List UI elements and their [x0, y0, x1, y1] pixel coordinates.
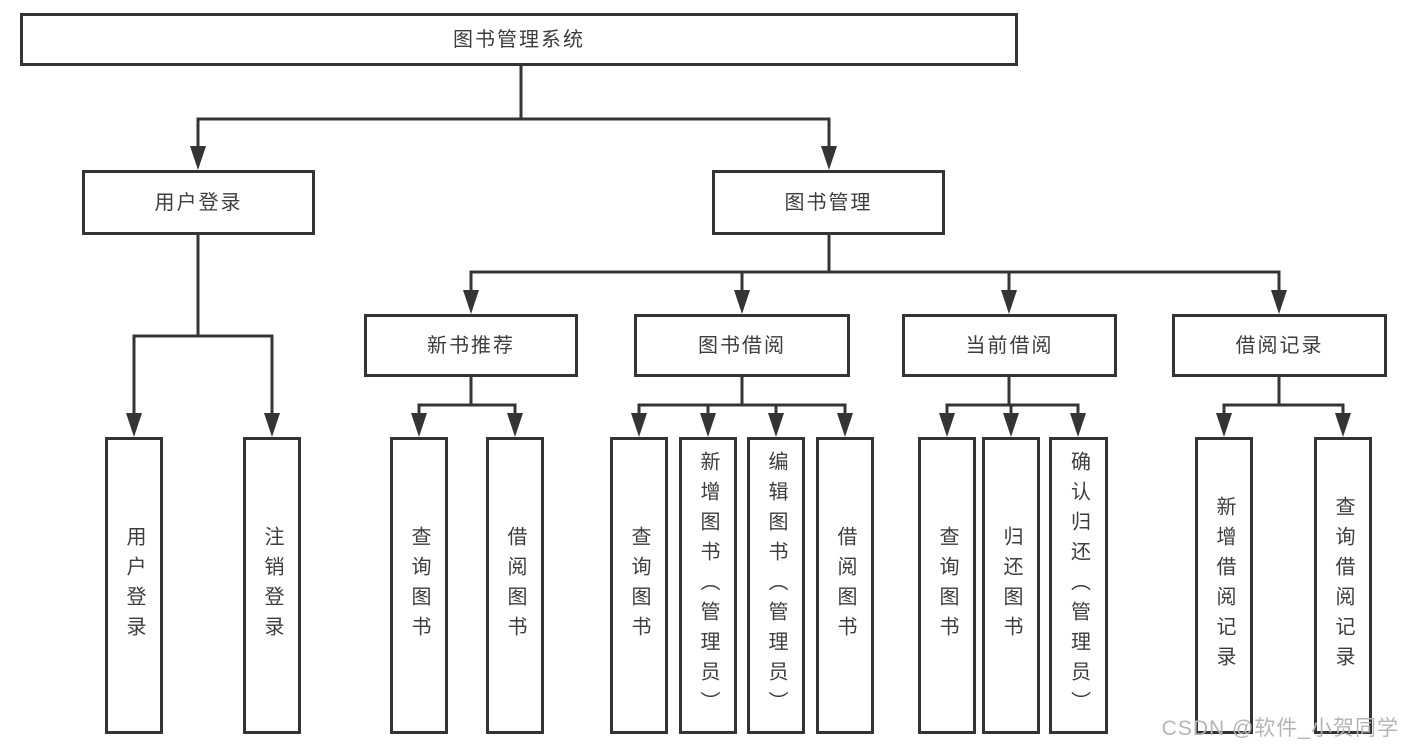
arrow-down-icon [190, 146, 206, 170]
connector-root-to-level2 [196, 66, 831, 150]
arrow-down-icon [463, 290, 479, 314]
leaf-current-query-books: 查询图书 [918, 437, 976, 734]
leaf-logout-login: 注销登录 [243, 437, 301, 734]
arrow-down-icon [411, 413, 427, 437]
connector-borrow-to-leaves [637, 377, 847, 416]
arrow-down-icon [700, 413, 716, 437]
leaf-records-query-record: 查询借阅记录 [1314, 437, 1372, 734]
arrow-down-icon [1271, 290, 1287, 314]
leaf-user-login: 用户登录 [105, 437, 163, 734]
node-book-borrowing: 图书借阅 [634, 314, 850, 377]
leaf-current-return-books: 归还图书 [982, 437, 1040, 734]
leaf-records-add-record: 新增借阅记录 [1195, 437, 1253, 734]
connector-userlogin-to-leaves [132, 235, 274, 416]
arrow-down-icon [768, 413, 784, 437]
leaf-recommend-borrow-books: 借阅图书 [486, 437, 544, 734]
arrow-down-icon [1216, 413, 1232, 437]
leaf-borrow-add-books-admin: 新增图书（管理员） [679, 437, 737, 734]
node-user-login: 用户登录 [82, 170, 315, 235]
watermark: CSDN @软件_小贺同学 [1161, 717, 1399, 740]
arrow-down-icon [939, 413, 955, 437]
connector-bookmgmt-to-level3 [469, 235, 1281, 293]
arrow-down-icon [1335, 413, 1351, 437]
arrow-down-icon [1003, 413, 1019, 437]
leaf-current-confirm-return-admin: 确认归还（管理员） [1049, 437, 1108, 734]
arrow-down-icon [631, 413, 647, 437]
leaf-borrow-borrow-books: 借阅图书 [816, 437, 874, 734]
leaf-borrow-query-books: 查询图书 [610, 437, 668, 734]
node-borrowing-records: 借阅记录 [1172, 314, 1387, 377]
arrow-down-icon [1070, 413, 1086, 437]
node-current-borrowing: 当前借阅 [902, 314, 1117, 377]
arrow-down-icon [837, 413, 853, 437]
node-book-management: 图书管理 [712, 170, 945, 235]
arrow-down-icon [126, 413, 142, 437]
connector-paths [132, 66, 1345, 416]
arrow-down-icon [734, 290, 750, 314]
node-root: 图书管理系统 [20, 13, 1018, 66]
arrow-down-icon [264, 413, 280, 437]
arrow-down-icon [1001, 290, 1017, 314]
connector-records-to-leaves [1222, 377, 1345, 416]
arrow-down-icon [507, 413, 523, 437]
leaf-borrow-edit-books-admin: 编辑图书（管理员） [747, 437, 805, 734]
connector-recommend-to-leaves [417, 377, 517, 416]
leaf-recommend-query-books: 查询图书 [390, 437, 448, 734]
arrowheads [126, 146, 1351, 437]
connector-current-to-leaves [945, 377, 1080, 416]
arrow-down-icon [821, 146, 837, 170]
node-new-book-recommendation: 新书推荐 [364, 314, 578, 377]
